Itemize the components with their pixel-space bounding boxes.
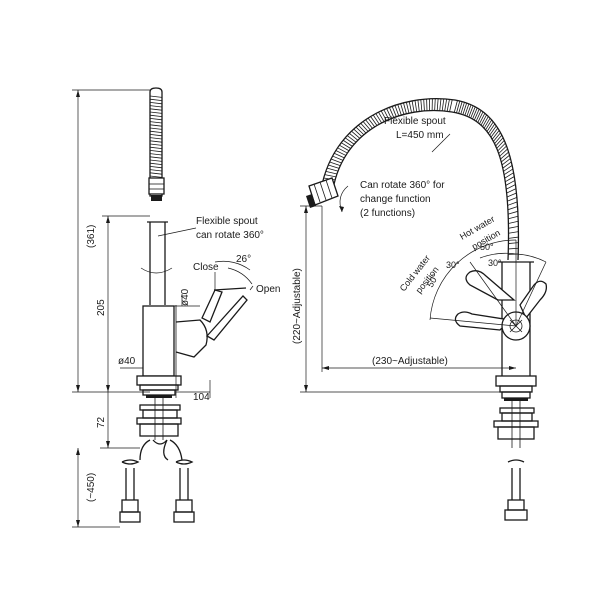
label-close: Close <box>193 262 219 273</box>
label-rotate-3: (2 functions) <box>360 208 415 219</box>
dim-reach-adjustable: (230~Adjustable) <box>372 356 448 367</box>
dim-hose: (~450) <box>86 473 97 502</box>
label-hot-angle: 50° <box>480 242 494 252</box>
left-handle <box>175 260 254 358</box>
left-flexible-spout <box>148 87 165 201</box>
label-rotate-1: Can rotate 360° for <box>360 180 445 191</box>
label-cold-angle: 30° <box>446 260 460 270</box>
left-base-fittings <box>119 375 195 523</box>
label-open: Open <box>256 284 280 295</box>
dim-base-dia: ø40 <box>118 356 136 367</box>
right-flexible-spout <box>306 98 520 261</box>
dim-body-height: 205 <box>96 299 107 316</box>
right-base-fittings <box>493 375 539 521</box>
label-flex-spout-1: Flexible spout <box>196 216 258 227</box>
left-side-view: (361) 205 72 (~450) ø40 ø40 104 Flexible… <box>72 87 280 528</box>
left-dimensions <box>72 89 211 528</box>
dim-height-adjustable: (220~Adjustable) <box>292 268 303 344</box>
dim-shank: 72 <box>96 416 107 428</box>
left-labels: (361) 205 72 (~450) ø40 ø40 104 Flexible… <box>86 216 280 502</box>
label-rotate-2: change function <box>360 194 431 205</box>
label-angle-26: 26° <box>236 254 251 265</box>
label-flex-spout-2: can rotate 360° <box>196 230 264 241</box>
dim-reach: 104 <box>193 392 210 403</box>
dim-spout-dia: ø40 <box>180 288 191 306</box>
right-labels: (220~Adjustable) (230~Adjustable) Flexib… <box>292 116 502 367</box>
label-hot-angle-2: 30° <box>488 258 502 268</box>
left-faucet-body <box>142 221 177 377</box>
label-flex-spout-1: Flexible spout <box>384 116 446 127</box>
right-dimensions <box>300 133 516 393</box>
right-side-view: (220~Adjustable) (230~Adjustable) Flexib… <box>292 98 548 521</box>
right-faucet-body <box>429 239 548 376</box>
dim-total-height: (361) <box>86 225 97 248</box>
label-flex-spout-2: L=450 mm <box>396 130 444 141</box>
